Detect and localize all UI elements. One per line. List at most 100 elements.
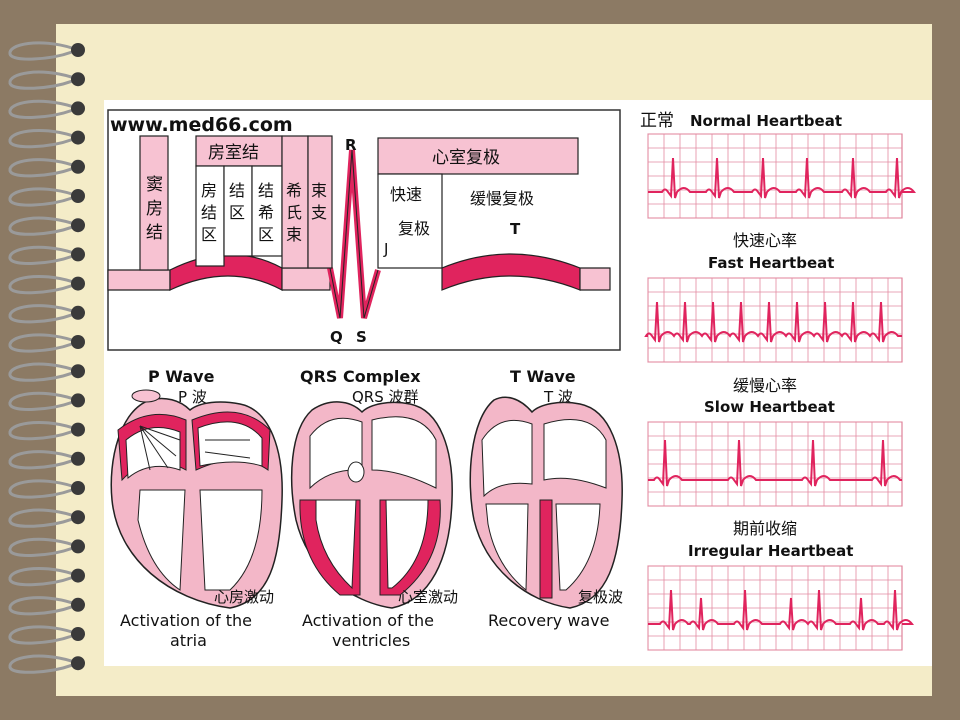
ecg-1-en: Fast Heartbeat xyxy=(708,254,834,272)
spiral-ring xyxy=(8,362,73,382)
qrs-title: QRS Complex xyxy=(300,367,421,386)
ecg-grid-fast xyxy=(647,277,903,363)
spiral-ring xyxy=(8,596,73,616)
binding-hole xyxy=(71,451,85,466)
spiral-ring xyxy=(8,333,73,353)
ecg-panel-0: 正常 Normal Heartbeat xyxy=(640,111,917,219)
ecg-panel-3: 期前收缩 Irregular Heartbeat xyxy=(647,519,915,651)
spiral-ring xyxy=(8,187,73,207)
binding-hole xyxy=(71,335,85,349)
spiral-ring xyxy=(8,420,73,441)
binding-hole xyxy=(71,568,85,583)
ecg-3-cn: 期前收缩 xyxy=(733,519,797,538)
s-label: S xyxy=(356,328,367,346)
repol-header: 心室复极 xyxy=(432,148,500,168)
p-wave-title-cn: P 波 xyxy=(178,388,207,406)
bundle-2: 支 xyxy=(311,203,327,222)
hearts-row: P Wave P 波 QRS Complex QRS 波群 T Wave T 波… xyxy=(110,367,623,650)
ecg-trace-fast xyxy=(644,301,902,343)
t-wave-act-cn: 复极波 xyxy=(578,588,623,606)
spiral-ring xyxy=(8,654,73,674)
qrs-title-cn: QRS 波群 xyxy=(352,388,419,406)
spiral-ring xyxy=(8,245,73,265)
spiral-ring xyxy=(8,216,73,236)
av-node-header-box xyxy=(195,135,283,167)
spiral-ring xyxy=(8,99,73,119)
binding-hole xyxy=(71,189,85,203)
sa-node-1: 窦 xyxy=(146,175,163,195)
ecg-3-en: Irregular Heartbeat xyxy=(688,542,853,560)
spiral-ring xyxy=(8,508,73,528)
ecg-trace-normal xyxy=(648,157,917,199)
binding-hole xyxy=(71,539,85,554)
ecg-grid-slow xyxy=(647,421,903,507)
av-sub1-1: 房 xyxy=(201,181,217,200)
his-3: 束 xyxy=(286,225,302,244)
heart-t-wave: 复极波 xyxy=(469,396,623,609)
sa-node-box xyxy=(139,135,169,271)
p-wave-caption-1: Activation of the xyxy=(120,611,252,630)
binding-hole xyxy=(71,130,85,145)
spiral-ring xyxy=(8,391,73,411)
j-label: J xyxy=(383,240,388,258)
p-wave-title: P Wave xyxy=(148,367,215,386)
binding-hole xyxy=(71,627,85,641)
spiral-ring xyxy=(8,41,73,61)
av-sub2-2: 区 xyxy=(229,203,245,222)
av-sub2-1: 结 xyxy=(229,181,245,200)
binding-hole xyxy=(71,597,85,612)
spiral-ring xyxy=(8,158,73,178)
binding-hole xyxy=(71,101,85,116)
ecg-trace-slow xyxy=(648,439,902,487)
qrs-act-cn: 心室激动 xyxy=(398,588,458,606)
repol-header-box xyxy=(377,137,579,175)
spiral-ring xyxy=(8,537,73,557)
av-sub1-3: 区 xyxy=(201,225,217,244)
binding-hole xyxy=(71,422,85,437)
qrs-spike-outline xyxy=(329,149,379,319)
fast-box xyxy=(377,173,443,269)
bundle-1: 束 xyxy=(311,181,327,200)
band-left xyxy=(107,269,171,291)
binding-hole xyxy=(71,218,85,233)
binding-hole xyxy=(71,159,85,174)
p-wave-act-cn: 心房激动 xyxy=(214,588,274,606)
av-sub3-1: 结 xyxy=(258,181,274,200)
binding-hole xyxy=(71,656,85,671)
band-t xyxy=(441,253,581,291)
binding-hole xyxy=(71,510,85,525)
binding-hole xyxy=(71,72,85,87)
av-sub3-3: 区 xyxy=(258,225,274,244)
p-wave-caption-2: atria xyxy=(170,631,207,650)
spiral-ring xyxy=(8,625,73,645)
his-box xyxy=(281,135,309,269)
qrs-caption-2: ventricles xyxy=(332,631,410,650)
ecg-0-cn: 正常 xyxy=(640,111,674,131)
spiral-binding xyxy=(8,41,85,674)
fast-label-1: 快速 xyxy=(390,185,422,204)
ecg-trace-irregular xyxy=(648,589,915,631)
heart-qrs: 心室激动 xyxy=(290,401,458,609)
his-2: 氏 xyxy=(286,203,302,222)
slow-label: 缓慢复极 xyxy=(470,189,534,208)
spiral-ring xyxy=(8,479,73,499)
ecg-2-en: Slow Heartbeat xyxy=(704,398,835,416)
spiral-ring xyxy=(8,304,73,324)
conduction-diagram: 窦 房 结 房室结 房 结 区 结 区 结 希 区 希 氏 束 束 支 R Q … xyxy=(107,109,621,351)
binding-hole xyxy=(71,276,85,291)
ecg-1-cn: 快速心率 xyxy=(733,231,797,250)
ecg-2-cn: 缓慢心率 xyxy=(733,376,797,395)
av-sub1-2: 结 xyxy=(201,203,217,222)
band-his xyxy=(281,267,331,291)
ecg-grid-normal xyxy=(647,133,903,219)
spiral-ring xyxy=(8,566,73,587)
qrs-caption-1: Activation of the xyxy=(302,611,434,630)
binding-hole xyxy=(71,43,85,57)
t-wave-title: T Wave xyxy=(510,367,576,386)
watermark-text: www.med66.com xyxy=(110,114,293,136)
av-sub3-2: 希 xyxy=(258,203,274,222)
spiral-ring xyxy=(8,128,73,149)
ecg-0-en: Normal Heartbeat xyxy=(690,112,842,130)
t-wave-caption-1: Recovery wave xyxy=(488,611,609,630)
